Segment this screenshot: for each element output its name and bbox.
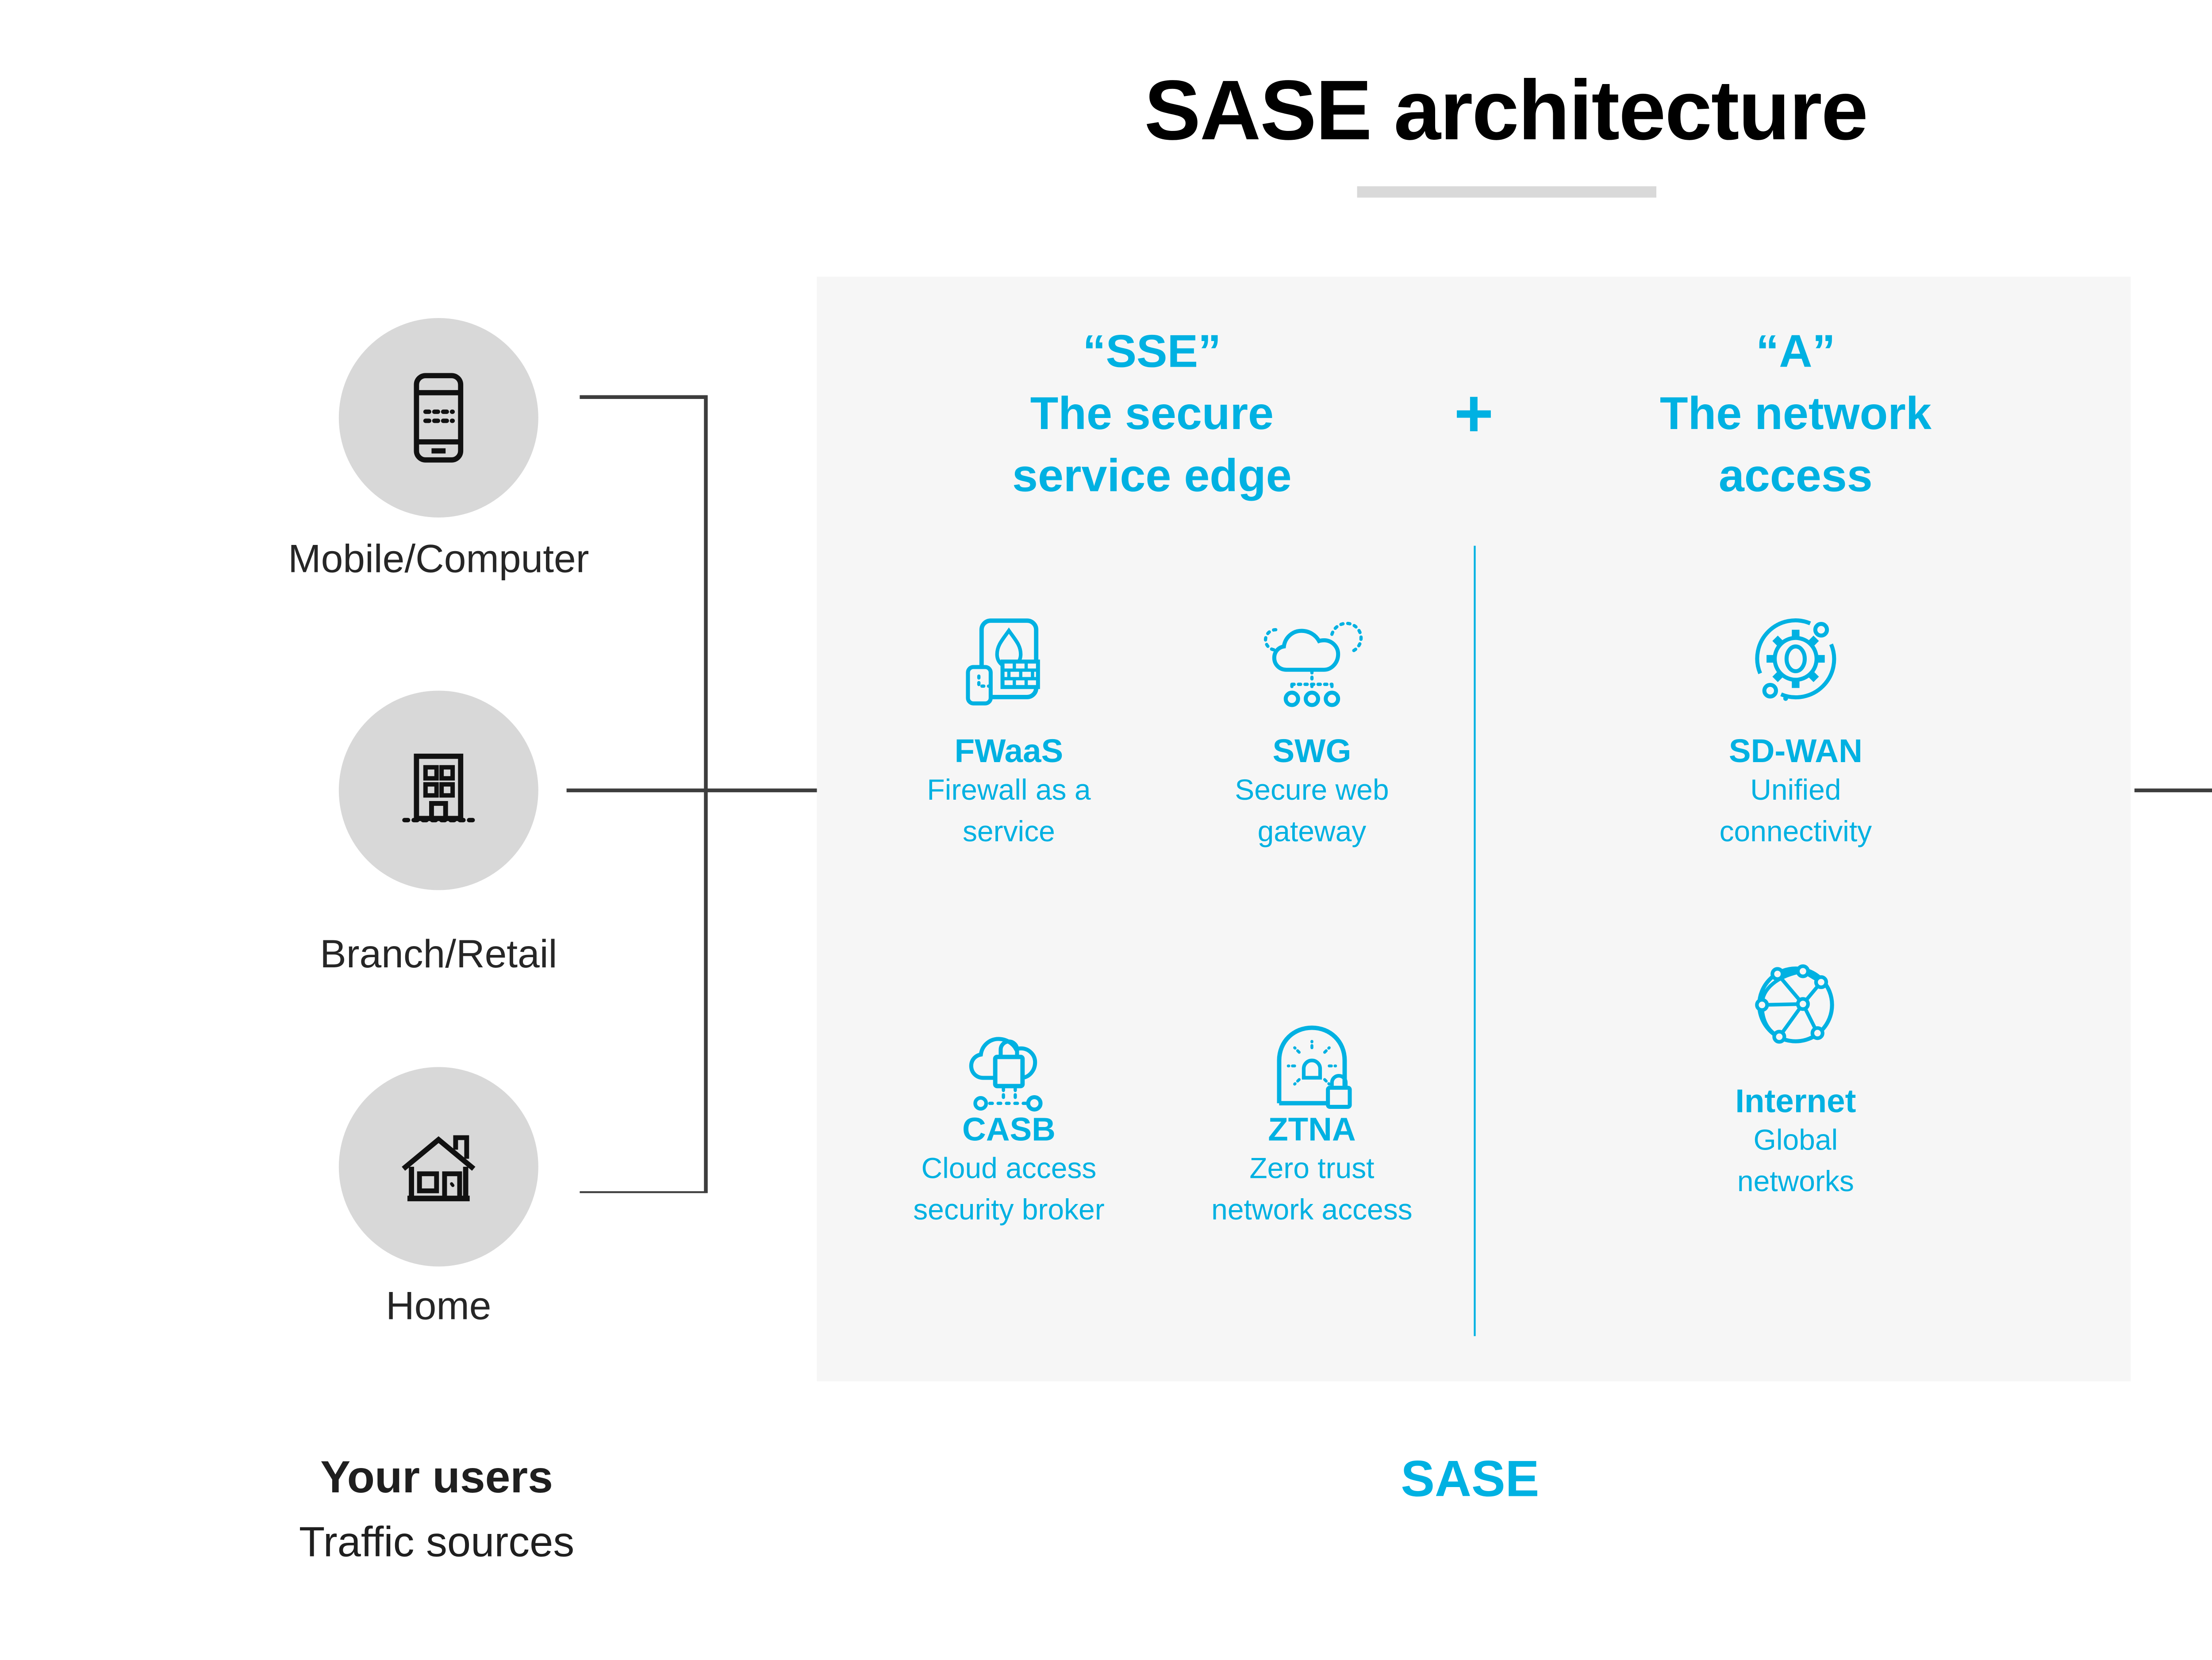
internet-desc-line2: networks <box>1737 1165 1854 1198</box>
sd-wan-gear-icon <box>1741 610 1851 719</box>
users-footer-title: Your users <box>320 1453 553 1504</box>
mobile-phone-icon <box>414 373 464 463</box>
a-name-line1: The network <box>1659 389 1932 441</box>
mobile-computer-label-text: Mobile/Computer <box>288 538 589 582</box>
swg-abbr: SWG <box>1272 732 1352 770</box>
cloud-access-security-broker-icon <box>954 1011 1064 1120</box>
network-access-header: “A” The network access <box>1551 322 2040 508</box>
ztna-desc-line1: Zero trust <box>1249 1154 1375 1186</box>
fwaas-label: FWaaS Firewall as a service <box>840 730 1179 853</box>
panel-vertical-divider <box>1473 545 1476 1336</box>
home-label-text: Home <box>386 1285 492 1329</box>
internet-desc-line1: Global <box>1753 1125 1838 1158</box>
fwaas-desc-line1: Firewall as a <box>927 775 1091 808</box>
internet-label: Internet Global networks <box>1626 1080 1965 1203</box>
home-bubble <box>338 1067 538 1267</box>
branch-retail-label-text: Branch/Retail <box>320 933 557 977</box>
sdwan-label: SD-WAN Unified connectivity <box>1626 730 1965 853</box>
zero-trust-network-access-icon <box>1257 1007 1367 1116</box>
mobile-computer-bubble <box>338 318 538 518</box>
page-title: SASE architecture <box>1144 62 1868 158</box>
fwaas-abbr: FWaaS <box>954 732 1064 770</box>
sse-name-line1: The secure <box>1030 389 1274 441</box>
casb-desc-line1: Cloud access <box>921 1154 1097 1186</box>
casb-desc-line2: security broker <box>913 1194 1105 1226</box>
branch-retail-bubble <box>338 690 538 890</box>
sse-name-line2: service edge <box>1012 452 1292 502</box>
sdwan-abbr: SD-WAN <box>1728 732 1863 770</box>
casb-abbr: CASB <box>962 1110 1056 1148</box>
plus-sign: + <box>1454 374 1494 452</box>
title-underline <box>1357 186 1657 197</box>
ztna-desc-line2: network access <box>1211 1194 1413 1226</box>
internet-abbr: Internet <box>1735 1082 1856 1120</box>
users-footer-subtitle: Traffic sources <box>299 1518 575 1566</box>
ztna-label: ZTNA Zero trust network access <box>1143 1108 1482 1231</box>
swg-desc-line1: Secure web <box>1235 775 1389 808</box>
left-middle-connector <box>566 788 817 792</box>
internet-globe-icon <box>1741 951 1851 1060</box>
sdwan-desc-line1: Unified <box>1750 775 1841 808</box>
left-bracket-vertical <box>704 395 707 1193</box>
secure-web-gateway-icon <box>1257 610 1367 719</box>
mobile-computer-label: Mobile/Computer <box>231 537 645 584</box>
swg-label: SWG Secure web gateway <box>1143 730 1482 853</box>
left-top-connector <box>580 395 706 399</box>
sse-abbr: “SSE” <box>1083 327 1221 379</box>
firewall-as-a-service-icon <box>954 610 1064 719</box>
fwaas-desc-line2: service <box>962 816 1055 848</box>
a-name-line2: access <box>1718 452 1873 502</box>
office-building-icon <box>402 753 475 823</box>
users-footer: Your users Traffic sources <box>154 1453 719 1568</box>
sase-footer-label: SASE <box>1401 1451 1540 1507</box>
swg-desc-line2: gateway <box>1257 816 1367 848</box>
sdwan-desc-line2: connectivity <box>1719 816 1872 848</box>
house-icon <box>402 1135 476 1201</box>
casb-label: CASB Cloud access security broker <box>840 1108 1179 1231</box>
left-bottom-connector <box>580 1190 706 1194</box>
sse-header: “SSE” The secure service edge <box>907 322 1397 508</box>
a-abbr: “A” <box>1756 327 1836 379</box>
home-label: Home <box>231 1284 645 1331</box>
right-middle-connector <box>2134 788 2212 792</box>
branch-retail-label: Branch/Retail <box>231 932 645 979</box>
ztna-abbr: ZTNA <box>1268 1110 1356 1148</box>
